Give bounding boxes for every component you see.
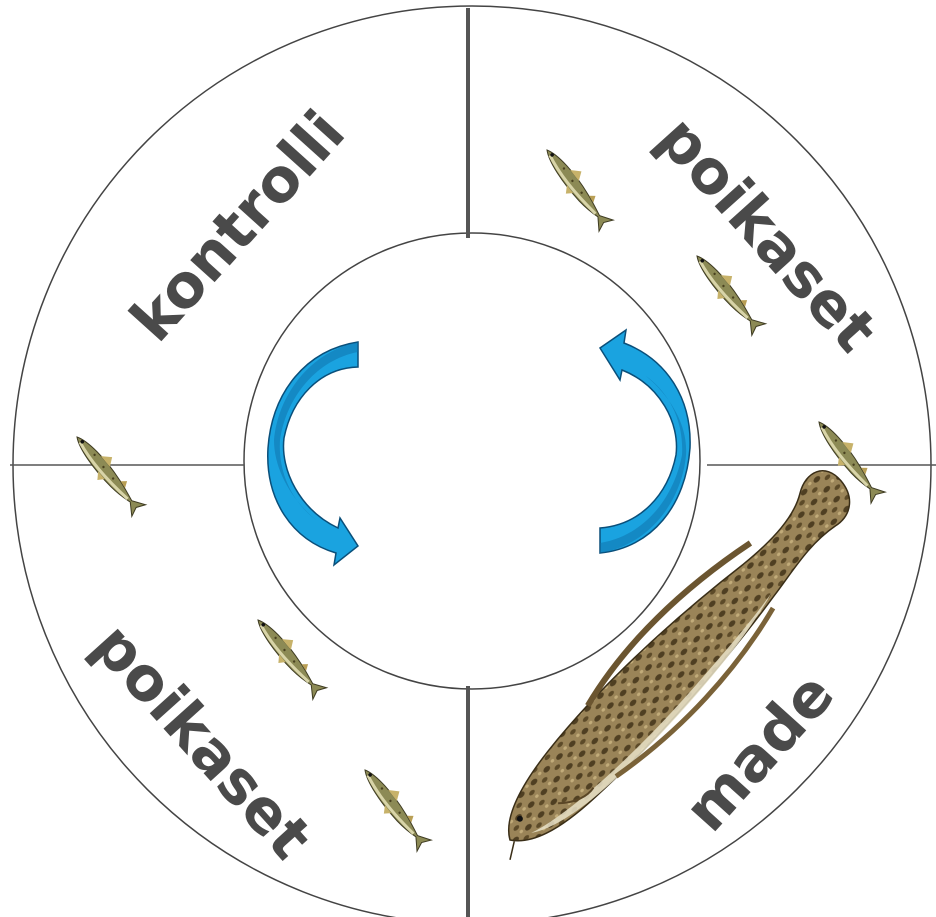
juvenile-fish-icon [356,761,436,853]
burbot-fish-icon [463,458,883,878]
quadrant-label-top-right: poikaset [644,103,890,366]
curved-arrow-left-icon [268,342,358,565]
inner-ring [244,233,700,689]
curved-arrow-right-icon [600,330,690,553]
outer-ring [13,6,931,917]
juvenile-fish-icon [249,611,331,701]
juvenile-fish-icon [538,141,618,233]
juvenile-fish-icon [68,428,150,518]
quadrant-label-top-left: kontrolli [117,98,359,355]
